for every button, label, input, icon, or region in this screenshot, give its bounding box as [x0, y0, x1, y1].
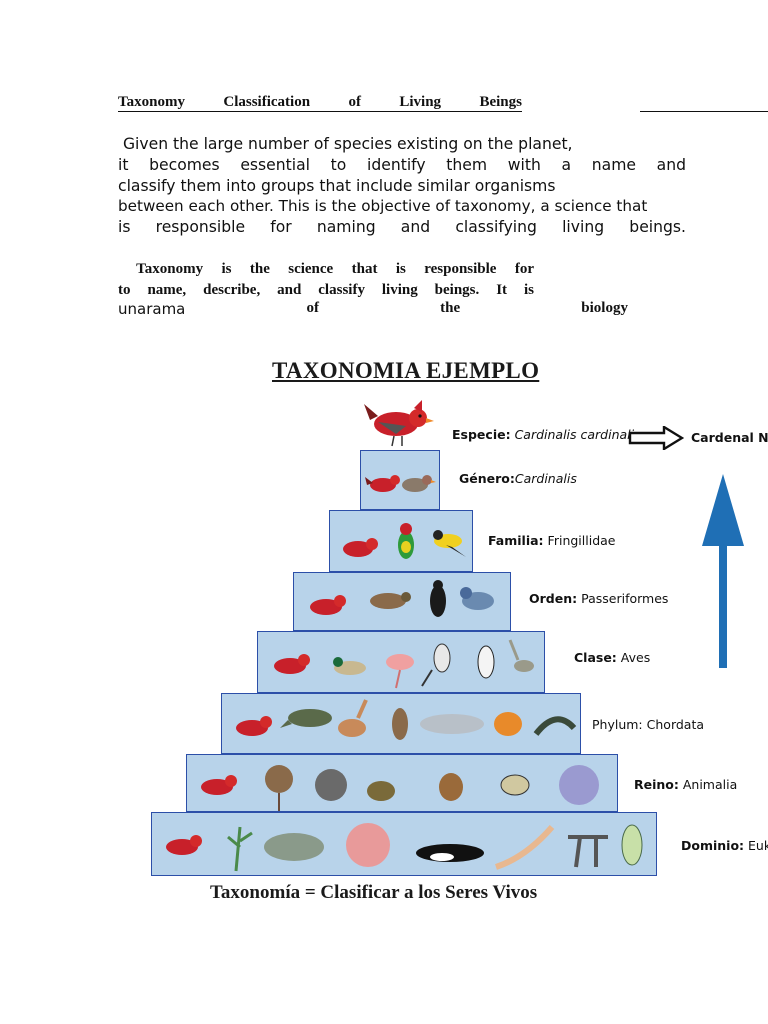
heading-underline — [118, 111, 522, 112]
heading-word: of — [348, 94, 361, 110]
rank-name: Familia: — [488, 533, 544, 548]
paragraph-word: biology — [581, 300, 628, 316]
eukaryote-group-icon — [166, 823, 643, 872]
rank-name: Clase: — [574, 650, 617, 665]
figure-caption: Taxonomía = Clasificar a los Seres Vivos — [210, 882, 538, 903]
cardinal-icon — [364, 400, 434, 447]
rank-label-clase: Clase: Aves — [574, 650, 650, 665]
tier-orden — [293, 572, 511, 631]
rank-label-phylum: Phylum: Chordata — [592, 717, 704, 732]
heading-word: Living — [399, 94, 442, 110]
figure-title: TAXONOMIA EJEMPLO — [272, 358, 540, 383]
tier-clase — [257, 631, 545, 693]
rank-value: Euka — [748, 838, 768, 853]
rank-value: Passeriformes — [581, 591, 669, 606]
paragraph-line: classify them into groups that include s… — [118, 176, 556, 195]
passerine-group-icon — [310, 580, 494, 617]
rank-name: Género: — [459, 471, 515, 486]
paragraph-word: the — [440, 300, 461, 316]
finch-group-icon — [343, 523, 466, 559]
rank-value: Cardinalis cardinalis — [514, 427, 641, 442]
intro-paragraph: Given the large number of species existi… — [118, 134, 686, 238]
tier-familia — [329, 510, 473, 572]
paragraph-word: of — [306, 300, 320, 316]
document-heading: Taxonomy Classification of Living Beings — [118, 94, 768, 112]
tier-reino — [186, 754, 618, 812]
animal-group-icon — [201, 765, 599, 811]
paragraph-line: to name, describe, and classify living b… — [118, 282, 534, 298]
definition-paragraph: Taxonomy is the science that is responsi… — [118, 259, 534, 301]
paragraph-line: Taxonomy is the science that is responsi… — [118, 261, 534, 277]
rank-label-reino: Reino: Animalia — [634, 777, 737, 792]
up-arrow-icon — [702, 474, 744, 668]
rank-name: Orden: — [529, 591, 578, 606]
common-name-label: Cardenal No — [691, 430, 768, 445]
rank-label-orden: Orden: Passeriformes — [529, 591, 668, 606]
rank-label-especie: Especie: Cardinalis cardinalis — [452, 427, 641, 442]
rank-name: Dominio: — [681, 838, 745, 853]
rank-label-genero: Género:Cardinalis — [459, 471, 577, 486]
paragraph-line: between each other. This is the objectiv… — [118, 197, 648, 216]
cardinal-pair-icon — [365, 475, 436, 492]
rank-name: Phylum: — [592, 717, 643, 732]
rank-label-dominio: Dominio: Euka — [681, 838, 768, 853]
rank-label-familia: Familia: Fringillidae — [488, 533, 615, 548]
paragraph-word: unarama — [118, 300, 186, 318]
rank-value: Fringillidae — [547, 533, 616, 548]
biology-line: unarama of the biology — [118, 300, 628, 318]
heading-word: Taxonomy — [118, 94, 185, 110]
tier-genero — [360, 450, 440, 510]
heading-word: Beings — [479, 94, 522, 110]
tier-dominio — [151, 812, 657, 876]
rank-value: Aves — [620, 650, 651, 665]
right-arrow-icon — [628, 426, 684, 450]
paragraph-line: it becomes essential to identify them wi… — [118, 155, 686, 174]
rank-value: Chordata — [646, 717, 705, 732]
paragraph-line: is responsible for naming and classifyin… — [118, 218, 686, 237]
rank-name: Especie: — [452, 427, 511, 442]
chordate-group-icon — [236, 699, 577, 740]
rank-value: Cardinalis — [514, 471, 577, 486]
paragraph-line: Given the large number of species existi… — [118, 135, 573, 153]
heading-word: Classification — [223, 94, 311, 110]
rank-name: Reino: — [634, 777, 679, 792]
taxonomy-pyramid-figure: TAXONOMIA EJEMPLO Especie: Cardinalis ca… — [0, 350, 768, 910]
bird-group-icon — [274, 639, 534, 689]
tier-phylum — [221, 693, 581, 754]
rank-value: Animalia — [682, 777, 738, 792]
heading-rule — [640, 111, 768, 112]
